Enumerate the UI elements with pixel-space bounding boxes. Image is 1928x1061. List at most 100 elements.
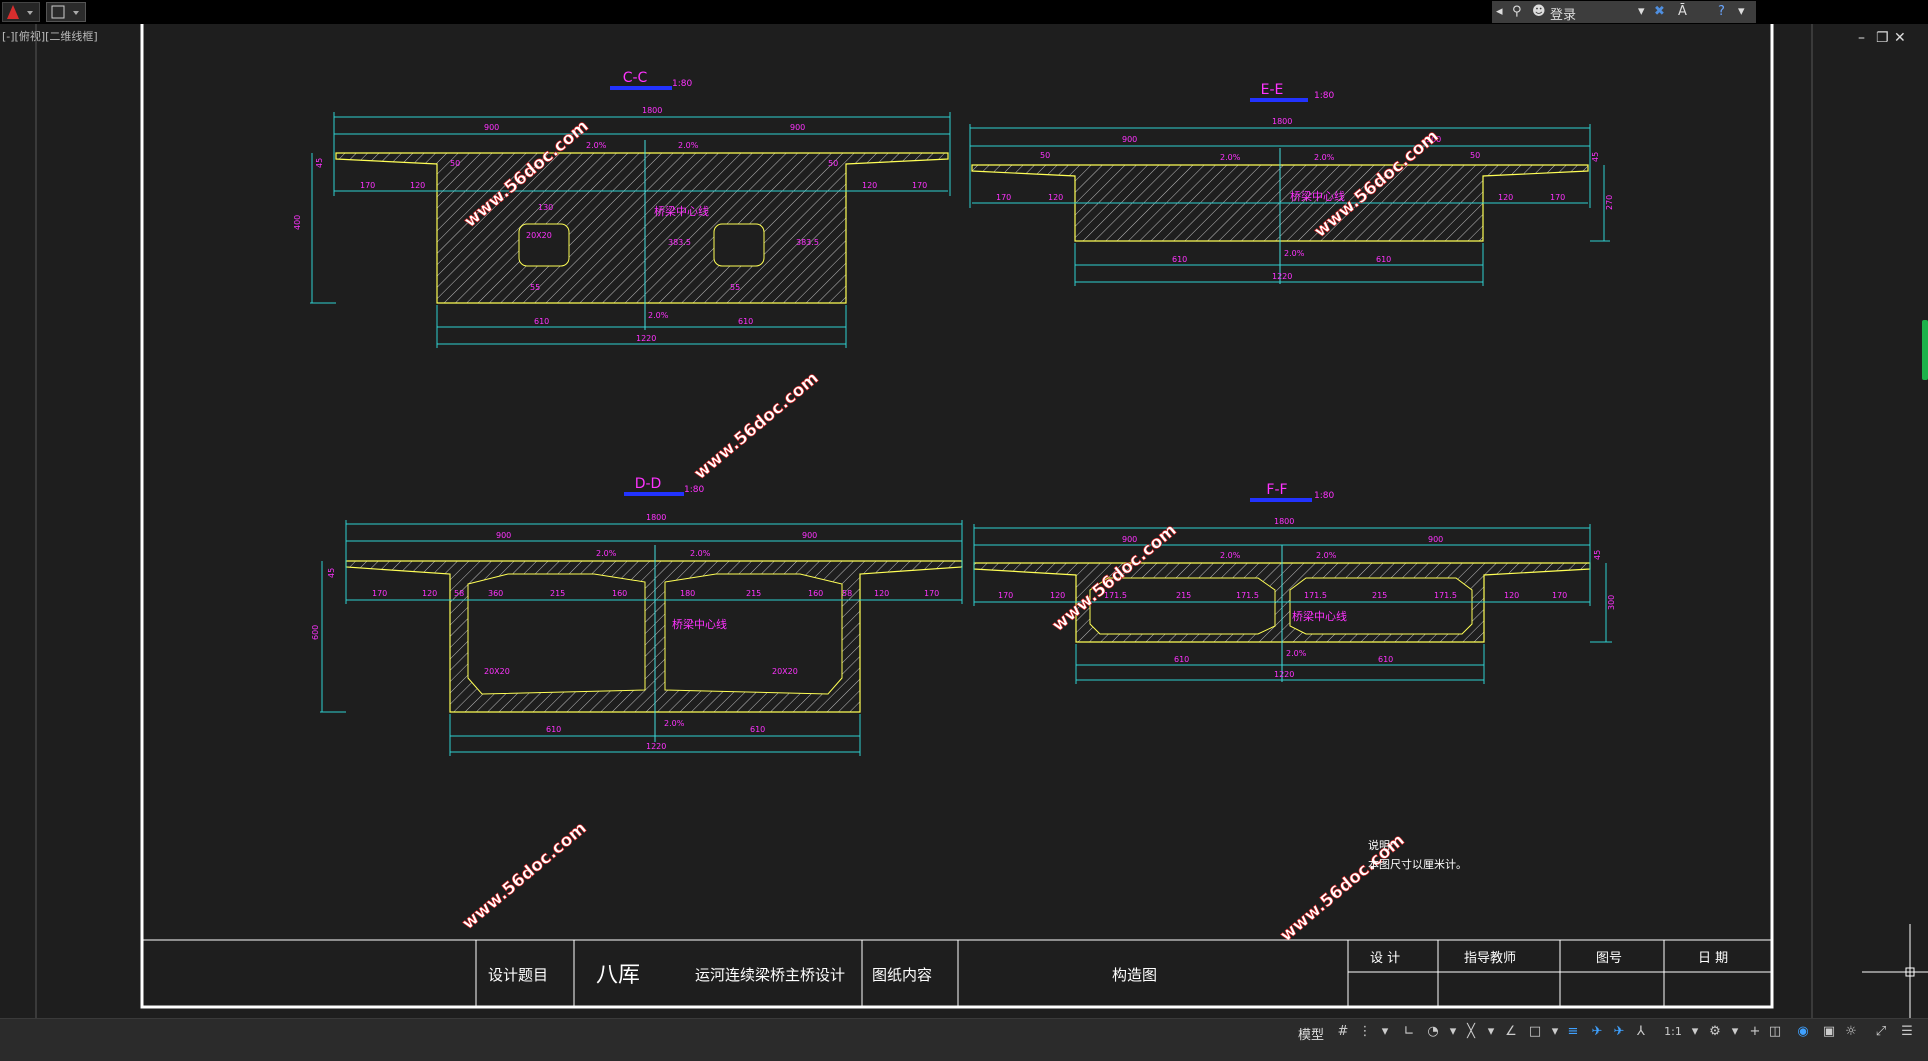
dim-cc-hole: 20X20 xyxy=(526,231,552,240)
dim-ff-left: 900 xyxy=(1122,535,1137,544)
model-tab[interactable]: 模型 xyxy=(1298,1028,1325,1043)
customization-menu-icon[interactable]: ☰ xyxy=(1901,1024,1913,1039)
tb-design-topic-label: 设计题目 xyxy=(488,966,548,984)
section-scale-dd: 1:80 xyxy=(684,485,704,495)
centerline-label-ff: 桥梁中心线 xyxy=(1292,609,1347,623)
scale-selector[interactable]: 1:1 xyxy=(1664,1025,1682,1038)
dim-dd-a10: 58 xyxy=(842,589,852,598)
dim-ff-a10: 170 xyxy=(1552,591,1567,600)
signin-panel[interactable]: ◂ ⚲ ☻ 登录 ▾ ✖ Ā ? ▾ xyxy=(1492,1,1756,23)
hole-right-cc xyxy=(713,223,765,267)
signin-dropdown-icon[interactable]: ▾ xyxy=(1638,4,1645,19)
dim-dd-a4: 360 xyxy=(488,589,503,598)
object-snap-icon[interactable]: □ xyxy=(1528,1024,1542,1039)
close-icon[interactable]: ✕ xyxy=(1894,30,1906,46)
annotation-monitor-icon[interactable]: + xyxy=(1749,1024,1761,1039)
exchange-icon[interactable]: ✖ xyxy=(1654,4,1665,19)
dim-ee-slope-b: 2.0% xyxy=(1284,249,1305,258)
dim-cc-slope-l: 2.0% xyxy=(586,141,607,150)
notes-line1: 本图尺寸以厘米计。 xyxy=(1368,857,1467,871)
object-snap-dropdown-icon[interactable]: ▾ xyxy=(1551,1024,1559,1039)
osnap-tracking-icon[interactable]: ∠ xyxy=(1505,1024,1517,1039)
dim-dd-a1: 170 xyxy=(372,589,387,598)
grid-icon[interactable]: # xyxy=(1337,1024,1349,1039)
dim-ee-right: 900 xyxy=(1426,135,1441,144)
fullscreen-icon[interactable]: ⤢ xyxy=(1875,1024,1887,1039)
watermark-3: www.56doc.com xyxy=(690,368,822,484)
a360-icon[interactable]: Ā xyxy=(1678,4,1687,19)
dim-ff-slope-r: 2.0% xyxy=(1316,551,1337,560)
dim-dd-a3: 58 xyxy=(454,589,464,598)
dim-cc-oh-ra: 120 xyxy=(862,181,877,190)
dim-ff-height: 300 xyxy=(1607,595,1616,610)
autoscale-icon[interactable]: ✈ xyxy=(1613,1024,1625,1039)
lineweight-icon[interactable]: ≡ xyxy=(1567,1024,1579,1039)
isodraft-dropdown-icon[interactable]: ▾ xyxy=(1487,1024,1495,1039)
dim-ee-side-r: 50 xyxy=(1470,151,1480,160)
restore-icon[interactable]: ❐ xyxy=(1876,30,1889,46)
polar-dropdown-icon[interactable]: ▾ xyxy=(1449,1024,1457,1039)
dim-ee-total: 1800 xyxy=(1272,117,1292,126)
dim-ff-a3: 171.5 xyxy=(1104,591,1127,600)
user-icon: ☻ xyxy=(1532,4,1546,19)
workspace-gear-icon[interactable]: ⚙ xyxy=(1709,1024,1721,1039)
dim-ff-a4: 215 xyxy=(1176,591,1191,600)
section-title-dd: D-D xyxy=(635,476,662,492)
dim-ee-top: 45 xyxy=(1591,152,1600,162)
hardware-acceleration-icon[interactable]: ▣ xyxy=(1822,1024,1836,1039)
dim-dd-br: 610 xyxy=(750,725,765,734)
model-space-canvas[interactable]: C-C 1:80 1800 900 900 170 120 120 170 2.… xyxy=(0,24,1928,1018)
cell-right-ff xyxy=(1289,577,1473,635)
dim-ee-slope-l: 2.0% xyxy=(1220,153,1241,162)
section-dd: D-D 1:80 1800 900 900 170 120 58 360 215… xyxy=(311,476,963,756)
quick-access-toolbar-button[interactable] xyxy=(46,2,86,22)
annotation-scale-icon[interactable]: ⅄ xyxy=(1637,1024,1645,1039)
clean-screen-icon[interactable]: ☼ xyxy=(1845,1024,1857,1039)
minimize-icon[interactable]: – xyxy=(1858,30,1865,46)
isolate-objects-icon[interactable]: ◉ xyxy=(1797,1024,1809,1039)
dim-ee-left: 900 xyxy=(1122,135,1137,144)
isodraft-icon[interactable]: ╳ xyxy=(1467,1024,1475,1039)
dim-ff-a5: 171.5 xyxy=(1236,591,1259,600)
help-dropdown-icon[interactable]: ▾ xyxy=(1738,4,1745,19)
dim-dd-height: 600 xyxy=(311,625,320,640)
signin-label[interactable]: 登录 xyxy=(1550,8,1577,23)
snap-dropdown-icon[interactable]: ▾ xyxy=(1381,1024,1389,1039)
nav-left-icon[interactable]: ◂ xyxy=(1496,4,1503,19)
polar-icon[interactable]: ◔ xyxy=(1427,1024,1439,1039)
tb-drawing-content-label: 图纸内容 xyxy=(872,966,932,984)
cell-left-dd xyxy=(467,573,646,695)
section-cc: C-C 1:80 1800 900 900 170 120 120 170 2.… xyxy=(293,70,951,348)
dim-dd-a7: 180 xyxy=(680,589,695,598)
units-icon[interactable]: ◫ xyxy=(1768,1024,1782,1039)
dim-ee-slope-r: 2.0% xyxy=(1314,153,1335,162)
help-icon[interactable]: ? xyxy=(1718,4,1725,19)
dim-cc-bt: 1220 xyxy=(636,334,656,343)
dim-dd-top: 45 xyxy=(327,568,336,578)
binoculars-icon[interactable]: ⚲ xyxy=(1512,4,1522,19)
dim-ff-right: 900 xyxy=(1428,535,1443,544)
dim-cc-br: 610 xyxy=(738,317,753,326)
scroll-indicator[interactable] xyxy=(1922,320,1928,380)
dim-cc-hole-or: 383.5 xyxy=(796,238,819,247)
centerline-label-cc: 桥梁中心线 xyxy=(654,204,709,218)
scale-dropdown-icon[interactable]: ▾ xyxy=(1691,1024,1699,1039)
dim-cc-hole-ol: 383.5 xyxy=(668,238,691,247)
watermark-5: www.56doc.com xyxy=(458,818,590,934)
dim-dd-bt: 1220 xyxy=(646,742,666,751)
hole-left-cc xyxy=(518,223,570,267)
girder-outline-dd xyxy=(345,560,963,713)
dim-ee-bt: 1220 xyxy=(1272,272,1292,281)
title-bar: ◂ ⚲ ☻ 登录 ▾ ✖ Ā ? ▾ xyxy=(0,0,1928,24)
ortho-icon[interactable]: ∟ xyxy=(1403,1024,1415,1039)
annotation-visibility-icon[interactable]: ✈ xyxy=(1591,1024,1603,1039)
dim-ff-a9: 120 xyxy=(1504,591,1519,600)
application-menu-button[interactable] xyxy=(2,2,40,22)
dim-cc-oh-la: 170 xyxy=(360,181,375,190)
snap-icon[interactable]: ⋮ xyxy=(1358,1024,1372,1039)
tb-advisor-label: 指导教师 xyxy=(1464,950,1516,966)
workspace-dropdown-icon[interactable]: ▾ xyxy=(1731,1024,1739,1039)
viewport-controls-label[interactable]: [-][俯视][二维线框] xyxy=(2,30,98,43)
dim-ee-oh-rb: 170 xyxy=(1550,193,1565,202)
dim-ee-oh-la: 170 xyxy=(996,193,1011,202)
